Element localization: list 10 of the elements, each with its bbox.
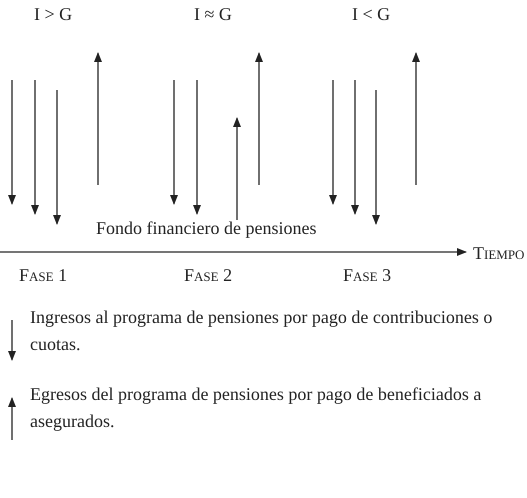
comparison-label: I ≈ G [194, 3, 232, 25]
axis-title: Fondo financiero de pensiones [96, 217, 316, 239]
comparison-label: I > G [34, 3, 72, 25]
legend-text: Egresos del programa de pensiones por pago de beneficiados a asegurados. [30, 383, 482, 433]
axis-label: Tiempo [473, 242, 524, 264]
phase-label: Fase 3 [343, 264, 392, 286]
phase-label: Fase 2 [184, 264, 232, 286]
phase-label: Fase 1 [19, 264, 68, 286]
legend-text: Ingresos al programa de pensiones por pago de contribuciones o cuotas. [30, 306, 494, 356]
comparison-label: I < G [352, 3, 390, 25]
